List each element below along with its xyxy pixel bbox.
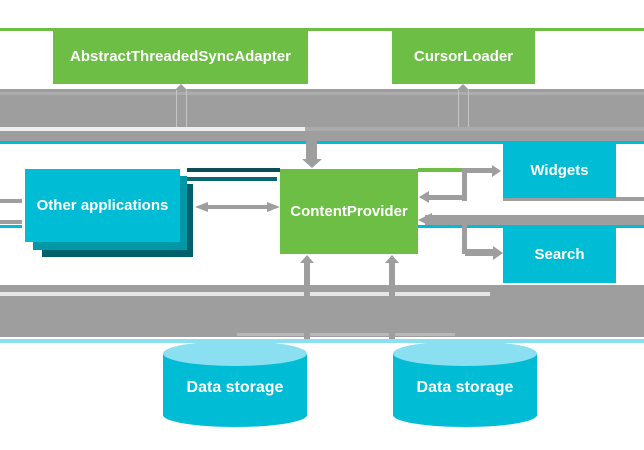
data-storage-left-label: Data storage bbox=[186, 379, 284, 396]
node-data-storage-right: Data storage bbox=[393, 341, 537, 427]
node-other-applications: Other applications bbox=[25, 169, 180, 242]
search-elbow-hline bbox=[465, 249, 494, 256]
teal-edge-line-2 bbox=[187, 177, 277, 181]
top-band-light-line-2r bbox=[305, 127, 644, 131]
cylinder-bottom bbox=[163, 403, 307, 427]
top-arrow-band bbox=[0, 89, 644, 141]
cylinder-top bbox=[393, 341, 537, 366]
widgets-label: Widgets bbox=[530, 162, 589, 179]
cyan-edge-line-top bbox=[0, 141, 644, 144]
storage-left-stem bbox=[304, 262, 310, 341]
top-band-light-line-1 bbox=[0, 92, 644, 95]
stem-edge-2 bbox=[186, 89, 187, 127]
left-stub-cyan-line bbox=[0, 225, 22, 228]
node-widgets: Widgets bbox=[503, 143, 616, 198]
bottom-band-light-line-2 bbox=[237, 333, 455, 336]
stem-edge-4 bbox=[468, 89, 469, 127]
node-cursor-loader: CursorLoader bbox=[392, 28, 535, 84]
data-storage-right-label: Data storage bbox=[416, 379, 514, 396]
arrow-up-from-storage-right-icon bbox=[385, 255, 399, 263]
arrow-right-to-search-icon bbox=[493, 246, 503, 260]
left-stub-line-1 bbox=[0, 199, 22, 203]
widgets-elbow-stem bbox=[462, 168, 467, 201]
search-arrow-band bbox=[425, 215, 644, 225]
arrow-left-to-contentprovider-icon bbox=[419, 191, 429, 203]
search-elbow-stem bbox=[462, 225, 467, 254]
teal-edge-line-1 bbox=[187, 168, 280, 172]
top-band-light-line-2 bbox=[0, 127, 305, 131]
node-content-provider: ContentProvider bbox=[280, 169, 418, 254]
cyan-edge-line-bottom bbox=[0, 339, 644, 343]
cp-left-arrow-hline bbox=[428, 195, 467, 200]
stem-edge-3 bbox=[458, 89, 459, 127]
arrow-down-to-contentprovider-icon bbox=[302, 159, 322, 168]
widgets-elbow-hline bbox=[463, 168, 493, 173]
cylinder-top bbox=[163, 341, 307, 366]
double-arrow-line bbox=[206, 205, 268, 209]
sync-adapter-label: AbstractThreadedSyncAdapter bbox=[70, 47, 291, 65]
stem-edge-1 bbox=[176, 89, 177, 127]
arrow-right-to-widgets-icon bbox=[492, 165, 501, 177]
node-data-storage-left: Data storage bbox=[163, 341, 307, 427]
content-provider-label: ContentProvider bbox=[290, 203, 408, 220]
arrow-up-to-cursorloader-icon bbox=[457, 84, 469, 90]
bottom-band-light-line-1 bbox=[0, 292, 490, 296]
arrow-up-to-syncadapter-icon bbox=[175, 84, 187, 90]
cursor-loader-label: CursorLoader bbox=[413, 47, 514, 65]
double-arrow-right-icon bbox=[267, 202, 280, 212]
green-top-edge-line bbox=[0, 28, 644, 31]
left-stub-line-2 bbox=[0, 220, 22, 224]
search-label: Search bbox=[534, 246, 585, 263]
double-arrow-left-icon bbox=[195, 202, 208, 212]
node-search: Search bbox=[503, 226, 616, 283]
arrow-left-band-to-contentprovider-icon bbox=[418, 213, 432, 227]
green-edge-line-cp-top bbox=[418, 168, 463, 172]
storage-right-stem bbox=[389, 262, 395, 341]
other-applications-label: Other applications bbox=[36, 197, 169, 214]
widgets-bottom-edge-line bbox=[503, 197, 644, 201]
node-sync-adapter: AbstractThreadedSyncAdapter bbox=[53, 28, 308, 84]
cylinder-bottom bbox=[393, 403, 537, 427]
arrow-down-stem bbox=[306, 141, 317, 160]
arrow-up-from-storage-left-icon bbox=[300, 255, 314, 263]
